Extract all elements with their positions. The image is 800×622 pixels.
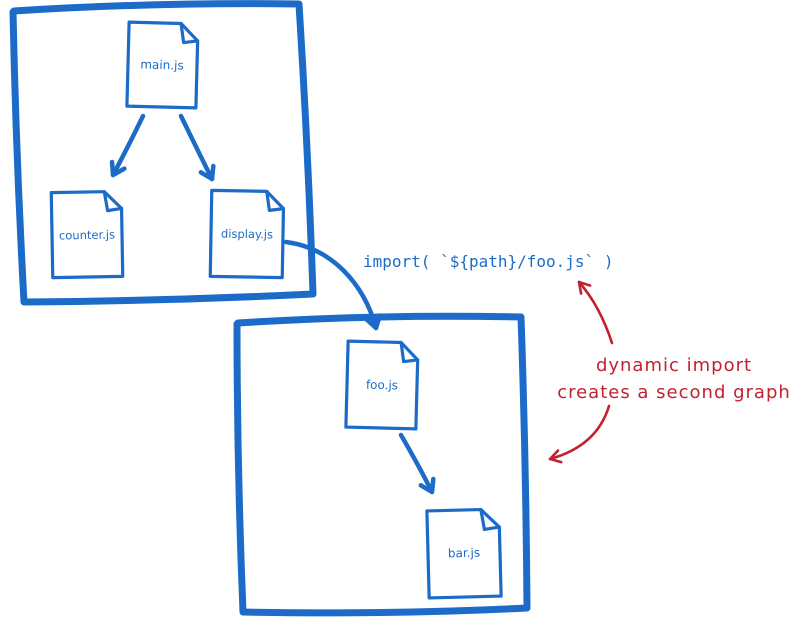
folded-corner-icon	[479, 507, 501, 532]
module-graph-2: foo.js bar.js	[233, 312, 531, 617]
file-icon	[425, 507, 503, 600]
note-text-line-2: creates a second graph	[557, 382, 791, 403]
edge-main-to-display-arrow	[178, 113, 216, 182]
graph-2-border	[233, 312, 531, 617]
folded-corner-icon	[399, 340, 420, 364]
file-icon	[344, 339, 420, 431]
file-label-foo-js: foo.js	[366, 378, 398, 393]
edge-main-to-counter-arrow	[109, 113, 146, 178]
note-text-line-1: dynamic import	[596, 355, 752, 376]
note-arrow-to-import-code	[577, 280, 614, 345]
import-code-text: import( `${path}/foo.js` )	[363, 252, 613, 271]
folded-corner-icon	[102, 190, 124, 213]
module-graph-1: main.js counter.js display.js	[9, 0, 317, 306]
file-label-main-js: main.js	[140, 57, 184, 72]
file-icon	[208, 188, 286, 280]
file-label-display-js: display.js	[221, 227, 273, 242]
folded-corner-icon	[265, 189, 286, 212]
dynamic-import-note: dynamic import creates a second graph	[548, 280, 791, 464]
file-node-display-js: display.js	[208, 188, 286, 280]
edge-foo-to-bar-arrow	[398, 432, 436, 495]
dynamic-import-edge-arrow	[283, 239, 383, 331]
folded-corner-icon	[179, 21, 200, 45]
file-node-counter-js: counter.js	[49, 190, 125, 280]
file-node-foo-js: foo.js	[344, 339, 420, 431]
graph-1-border	[9, 0, 317, 306]
note-arrow-to-second-graph	[548, 404, 611, 464]
file-node-bar-js: bar.js	[425, 507, 503, 600]
file-icon	[125, 20, 200, 110]
file-label-counter-js: counter.js	[59, 228, 115, 243]
file-label-bar-js: bar.js	[448, 546, 481, 561]
file-node-main-js: main.js	[125, 20, 200, 110]
file-icon	[49, 190, 125, 280]
